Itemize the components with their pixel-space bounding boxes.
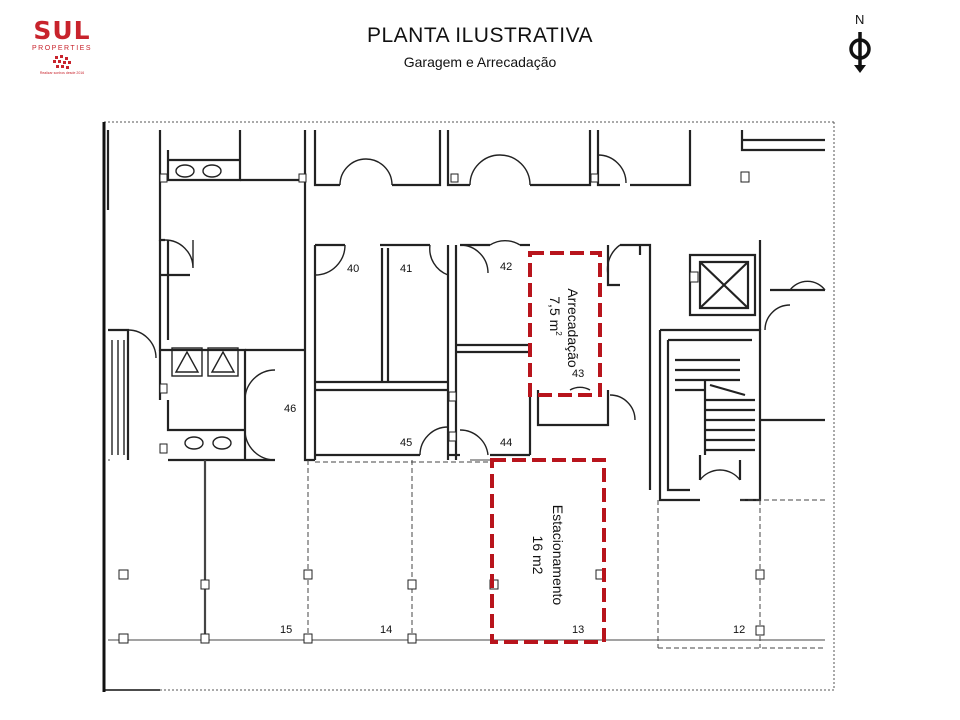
room-42: 42 xyxy=(500,261,512,273)
room-41: 41 xyxy=(400,263,412,275)
north-arrow-icon xyxy=(849,32,871,73)
north-label: N xyxy=(855,12,865,27)
company-logo: SUL PROPERTIES Realizar sonhos desde 201… xyxy=(22,18,102,98)
space-12: 12 xyxy=(733,624,745,636)
logo-brand: SUL xyxy=(33,16,91,45)
plan-walls xyxy=(106,130,825,502)
logo-sub: PROPERTIES xyxy=(32,45,92,52)
parking-highlight: Estacionamento 16 m2 xyxy=(490,458,606,644)
parking-area: 16 m2 xyxy=(530,536,546,575)
page-title: PLANTA ILUSTRATIVA xyxy=(366,24,594,47)
room-40: 40 xyxy=(347,263,359,275)
door-swings xyxy=(127,154,826,481)
storage-highlight: Arrecadação 7,5 m2 xyxy=(528,251,602,397)
room-45: 45 xyxy=(400,437,412,449)
room-46: 46 xyxy=(284,403,296,415)
storage-name: Arrecadação xyxy=(565,288,581,368)
room-44: 44 xyxy=(500,437,512,449)
storage-area-value: 7,5 m xyxy=(547,296,563,331)
room-labels: 40 41 42 43 46 45 44 15 14 13 12 xyxy=(280,261,745,636)
page-subtitle: Garagem e Arrecadação xyxy=(403,54,557,70)
space-14: 14 xyxy=(380,624,392,636)
logo-mosaic-icon xyxy=(53,55,71,69)
north-indicator: N xyxy=(838,12,888,76)
storage-area-sup: 2 xyxy=(554,331,563,336)
plan-frame xyxy=(104,121,836,691)
space-13: 13 xyxy=(572,624,584,636)
fixtures xyxy=(111,164,239,455)
space-15: 15 xyxy=(280,624,292,636)
room-43: 43 xyxy=(572,368,584,380)
pillar-markers xyxy=(118,171,765,644)
parking-lines xyxy=(108,459,825,649)
logo-tagline: Realizar sonhos desde 2016 xyxy=(39,71,85,75)
storage-area: 7,5 m2 xyxy=(547,296,563,336)
parking-name: Estacionamento xyxy=(550,505,566,606)
